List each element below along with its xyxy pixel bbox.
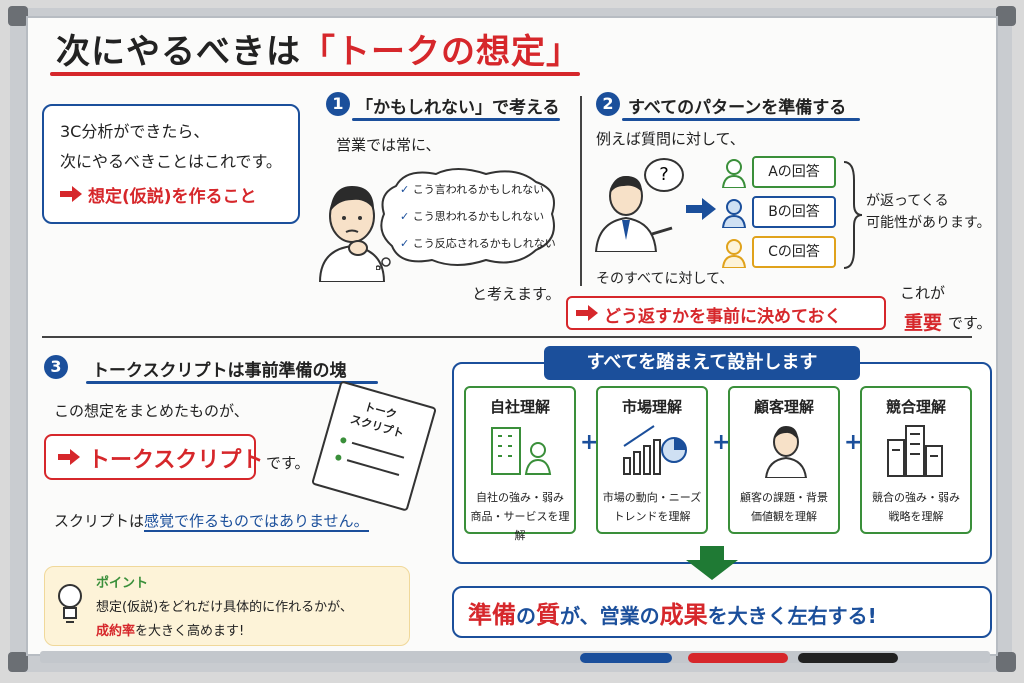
answer-a: Aの回答 [752,156,836,188]
tip-box [44,566,410,646]
line [351,441,405,459]
red-marker[interactable] [688,653,788,663]
section-2-underline [622,118,860,121]
note-line-2: です。 [948,314,992,332]
building-person-icon [488,422,556,482]
factor-card-competitor: 競合理解 競合の強み・弱み 戦略を理解 [860,386,972,534]
check-icon: ✓ [400,237,410,250]
section-3-desu: です。 [266,454,310,472]
black-marker[interactable] [798,653,898,663]
answer-b: Bの回答 [752,196,836,228]
factor-desc: 市場の動向・ニーズ トレンドを理解 [602,491,702,523]
conclusion-box [452,586,992,638]
thinking-person-icon [312,172,392,286]
note-line-1: これが [900,284,946,302]
red-arrow-icon [58,449,80,469]
frame-corner [996,6,1016,26]
horizontal-divider [42,336,972,338]
factor-desc: 顧客の課題・背景 価値観を理解 [740,491,828,523]
bubble-item-1: ✓ こう言われるかもしれない [400,183,545,196]
bar-chart-icon [620,422,688,482]
lightbulb-icon [56,580,84,628]
red-arrow-icon [60,186,82,206]
factor-title: 市場理解 [621,398,682,416]
section-3-action: トークスクリプト [88,448,264,473]
design-banner: すべてを踏まえて設計します [544,346,860,380]
section-2-heading: すべてのパターンを準備する [628,98,847,118]
buildings-icon [884,422,952,482]
blue-arrow-icon [686,198,716,224]
section-number-3: 3 [44,355,68,379]
line [346,459,400,476]
bullet [334,453,343,462]
factor-title: 自社理解 [489,398,550,416]
blue-marker[interactable] [580,653,672,663]
tip-label: ポイント [96,576,149,591]
red-arrow-icon [576,305,598,325]
section-2-action-box [566,296,886,330]
presenter-icon [592,168,676,256]
intro-action: 想定(仮説)を作ること [88,187,257,207]
section-number-1: 1 [326,92,350,116]
factor-desc: 自社の強み・弱み 商品・サービスを理解 [470,491,570,542]
factor-title: 顧客理解 [753,398,814,416]
intro-line-2: 次にやるべきことはこれです。 [60,152,282,171]
note-important: 重要 [904,312,943,334]
check-icon: ✓ [400,183,410,196]
result-line-1: が返ってくる [866,193,949,209]
factor-card-customer: 顧客理解 顧客の課題・背景 価値観を理解 [728,386,840,534]
section-1-lead: 営業では常に、 [336,136,441,154]
plus-sign: + [580,430,599,455]
person-icon [721,198,747,232]
result-line-2: 可能性があります。 [866,215,991,231]
factor-card-market: 市場理解 市場の動向・ニーズ トレンドを理解 [596,386,708,534]
intro-line-1: 3C分析ができたら、 [60,122,210,141]
section-3-lead: この想定をまとめたものが、 [54,402,249,420]
customer-icon [752,422,820,482]
section-number-2: 2 [596,92,620,116]
bubble-item-3: ✓ こう反応されるかもしれない [400,237,556,250]
bullet [339,436,348,445]
section-3-underline [86,381,378,384]
section-1-tail: と考えます。 [472,285,561,303]
person-icon [721,158,747,192]
tip-line-1: 想定(仮説)をどれだけ具体的に作れるかが、 [96,600,353,615]
frame-corner [8,652,28,672]
section-2-lead: 例えば質問に対して、 [596,130,745,148]
question-bubble: ? [644,158,684,192]
section-1-heading: 「かもしれない」で考える [356,98,560,118]
plus-sign: + [712,430,731,455]
plus-sign: + [844,430,863,455]
section-2-action: どう返すかを事前に決めておく [604,307,842,327]
thought-bubble [375,166,560,274]
page-title: 次にやるべきは「トークの想定」 [56,32,581,72]
down-arrow-icon [686,546,738,584]
answer-c: Cの回答 [752,236,836,268]
factor-card-self: 自社理解 自社の強み・弱み 商品・サービスを理解 [464,386,576,542]
section-1-underline [352,118,560,121]
frame-corner [996,652,1016,672]
section-3-heading: トークスクリプトは事前準備の塊 [92,361,347,381]
frame-corner [8,6,28,26]
bubble-item-2: ✓ こう思われるかもしれない [400,210,545,223]
check-icon: ✓ [400,210,410,223]
title-underline [50,72,580,76]
brace [842,160,863,274]
script-line: スクリプトは感覚で作るものではありません。 [54,512,369,532]
vertical-divider [580,96,582,286]
section-2-all: そのすべてに対して、 [596,271,734,287]
person-icon [721,238,747,272]
intro-card [42,104,300,224]
factor-title: 競合理解 [885,398,946,416]
factor-desc: 競合の強み・弱み 戦略を理解 [872,491,960,523]
conclusion-text: 準備の質が、営業の成果を大きく左右する! [468,601,877,629]
tip-line-2: 成約率を大きく高めます! [96,624,245,639]
